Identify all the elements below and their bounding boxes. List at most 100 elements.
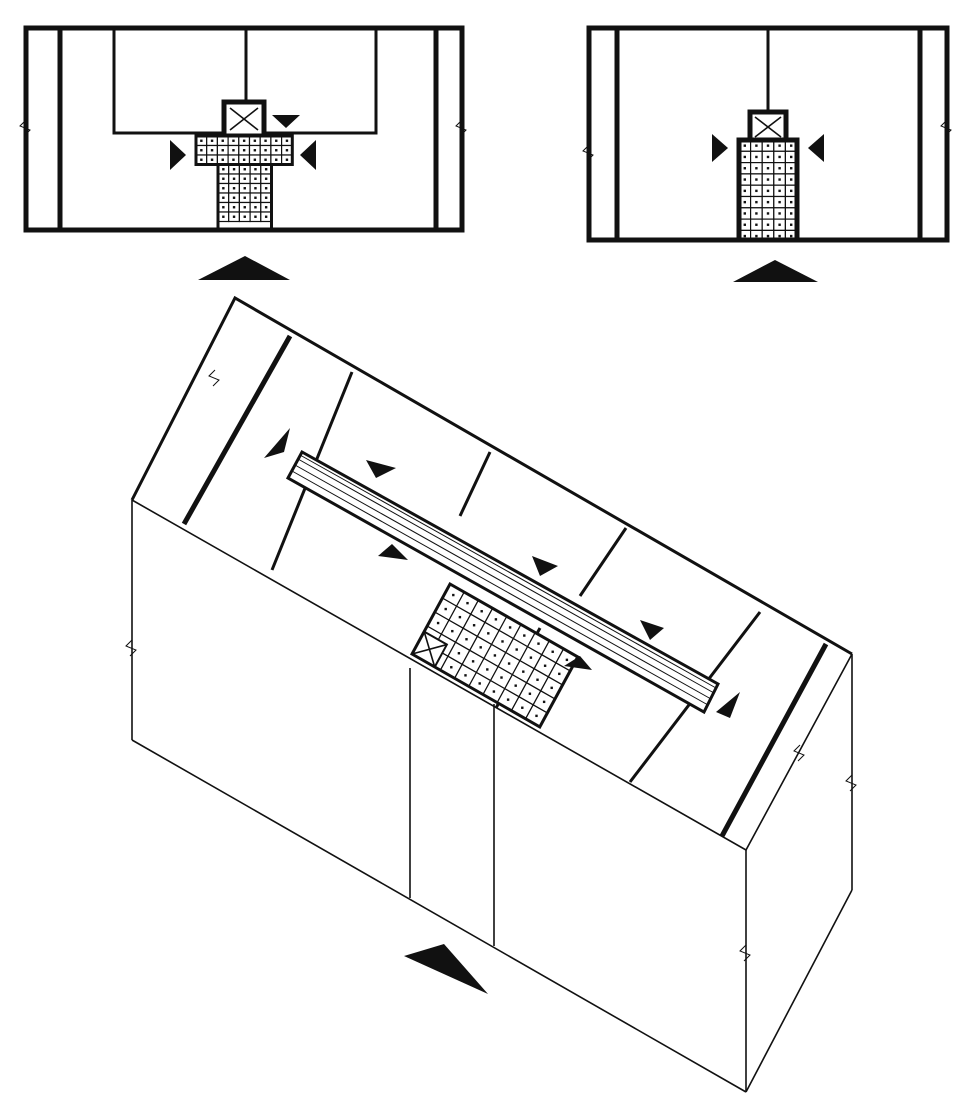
break-line-icon <box>582 144 594 162</box>
grid-dot <box>221 158 224 161</box>
grid-dot <box>222 215 225 218</box>
grid-dot <box>755 144 758 147</box>
grid-dot <box>275 139 278 142</box>
grid-dot <box>766 144 770 147</box>
inner-partition <box>458 451 492 517</box>
entrance-marker-icon <box>272 115 300 128</box>
grid-dot <box>254 187 257 190</box>
grid-dot <box>766 189 770 193</box>
grid-dot <box>743 144 746 147</box>
grid-dot <box>487 632 490 635</box>
grid-dot <box>254 206 257 209</box>
grid-dot <box>232 168 236 171</box>
grid-dot <box>492 690 496 693</box>
grid-dot <box>529 656 533 659</box>
grid-dot <box>210 158 214 161</box>
grid-dot <box>451 629 454 633</box>
facade-edge <box>745 889 853 1093</box>
grid-dot <box>242 158 246 161</box>
grid-dot <box>458 615 462 619</box>
orientation-arrow-icon <box>404 944 488 994</box>
grid-dot <box>778 234 781 238</box>
grid-dot <box>232 206 236 209</box>
grid-dot <box>471 660 475 663</box>
grid-dot <box>790 223 793 226</box>
grid-dot <box>222 187 225 190</box>
grid-dot <box>285 149 289 152</box>
entrance-marker-icon <box>300 140 316 170</box>
grid-dot <box>264 139 267 142</box>
grid-dot <box>232 215 236 218</box>
grid-dot <box>755 167 758 170</box>
grid-dot <box>493 654 497 657</box>
grid-dot <box>494 618 498 621</box>
grid-dot <box>285 139 289 142</box>
grid-dot <box>243 177 246 180</box>
grid-dot <box>232 196 236 199</box>
grid-dot <box>521 706 524 709</box>
grid-dot <box>465 638 468 641</box>
grid-dot <box>523 634 526 637</box>
roof-edge <box>130 295 853 656</box>
break-line-icon <box>739 944 751 962</box>
grid-dot <box>507 662 511 665</box>
grid-dot <box>232 177 236 180</box>
break-line-icon <box>845 774 857 792</box>
grid-dot <box>778 189 781 193</box>
grid-dot <box>243 206 246 209</box>
axonometric-slab <box>125 295 857 1093</box>
grid-dot <box>743 212 746 215</box>
grid-outline <box>216 163 273 232</box>
grid-dot <box>232 149 235 152</box>
lift-cross <box>229 107 259 131</box>
inner-partition <box>578 527 628 597</box>
grid-dot <box>243 215 246 218</box>
grid-dot <box>558 672 561 676</box>
grid-dot <box>242 149 246 152</box>
corridor-hatch <box>291 454 717 706</box>
grid-dot <box>253 139 257 142</box>
inner-partition <box>112 28 224 135</box>
grid-dot <box>790 144 793 147</box>
grid-dot <box>778 144 781 147</box>
grid-dot <box>253 149 257 152</box>
stair-core-grid <box>409 581 580 729</box>
grid-dot <box>743 178 746 181</box>
structural-wall <box>181 334 293 526</box>
grid-dot <box>472 624 476 627</box>
grid-dot <box>537 642 540 645</box>
grid-dot <box>551 650 554 653</box>
grid-dot <box>222 196 225 199</box>
grid-dot <box>210 139 214 142</box>
grid-dot <box>766 155 770 159</box>
grid-dot <box>221 139 224 142</box>
grid-dot <box>243 196 246 199</box>
grid-dot <box>285 158 289 161</box>
grid-dot <box>253 158 257 161</box>
grid-dot <box>778 155 781 159</box>
grid-dot <box>766 200 770 204</box>
grid-dot <box>222 177 225 180</box>
grid-dot <box>766 178 770 181</box>
grid-dot <box>264 215 268 218</box>
grid-dot <box>543 664 547 667</box>
grid-dot <box>222 168 225 171</box>
grid-dot <box>450 666 453 669</box>
facade-edge <box>131 739 747 1093</box>
grid-dot <box>755 234 758 238</box>
grid-dot <box>790 178 793 181</box>
grid-dot <box>486 668 489 671</box>
grid-dot <box>452 593 455 597</box>
grid-dot <box>243 168 246 171</box>
grid-dot <box>479 646 482 649</box>
plan-linear-core <box>582 25 952 282</box>
break-line-icon <box>19 119 31 137</box>
entrance-marker-icon <box>712 134 728 162</box>
grid-dot <box>254 168 257 171</box>
grid-outline <box>736 137 800 243</box>
grid-dot <box>515 648 518 651</box>
grid-dot <box>743 167 746 170</box>
grid-dot <box>766 234 770 238</box>
